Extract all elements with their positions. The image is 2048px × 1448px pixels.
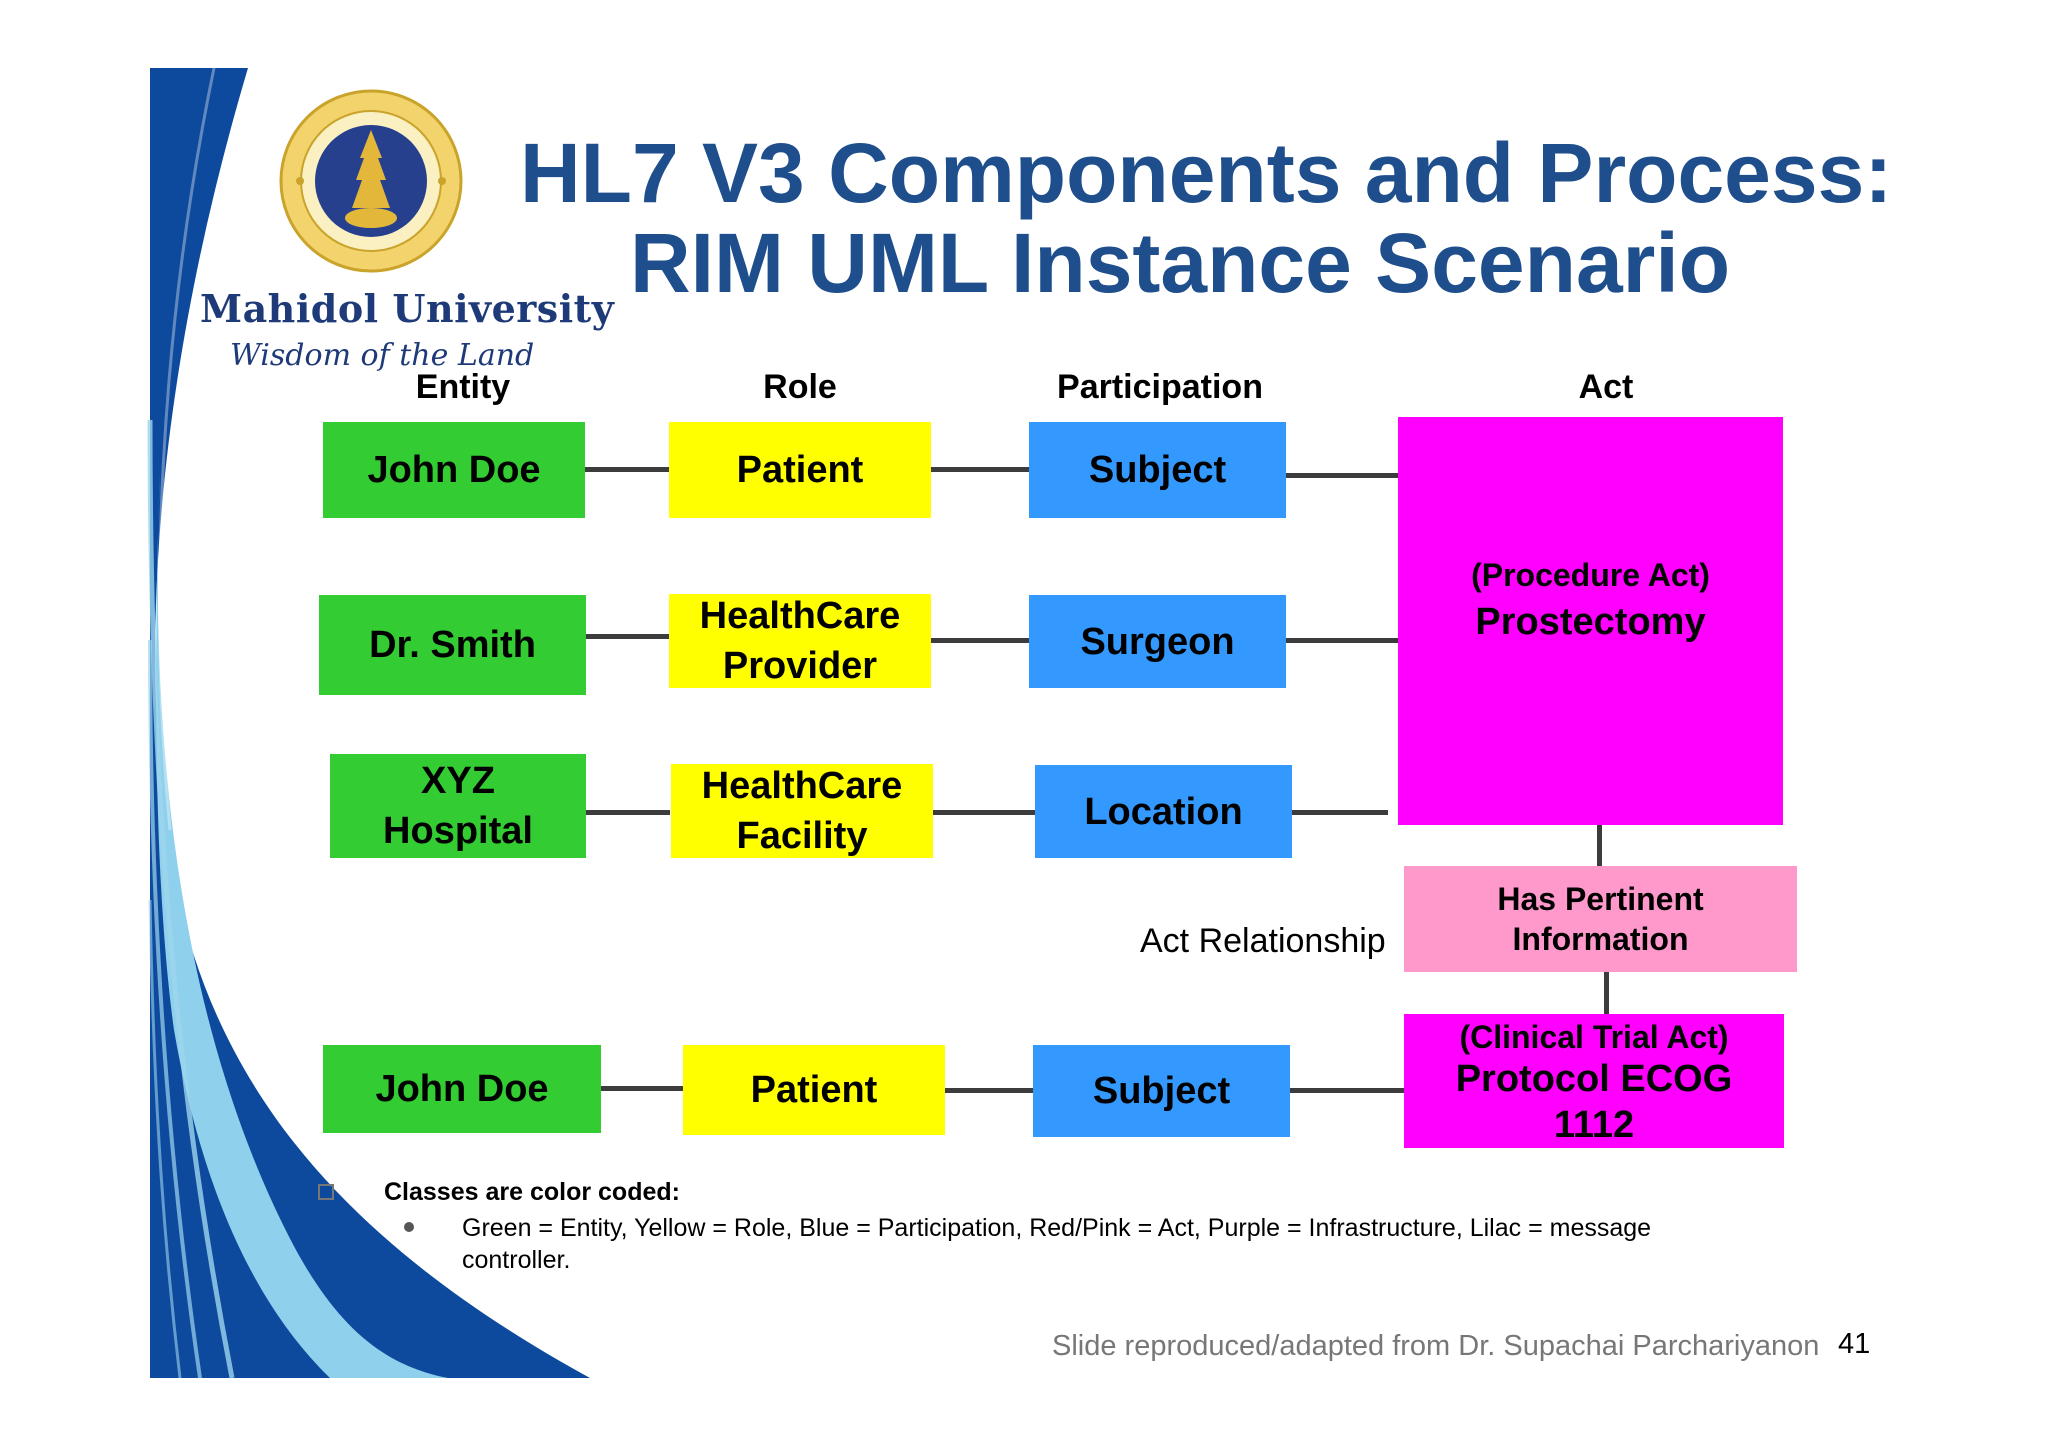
role-label-line1: HealthCare [699, 595, 901, 637]
role-label: Patient [750, 1069, 878, 1111]
role-box-healthcare-provider: HealthCare Provider [669, 594, 931, 688]
connector-line-vertical [1597, 824, 1602, 868]
connector-line [584, 634, 670, 639]
entity-box-xyz-hospital: XYZ Hospital [330, 754, 586, 858]
act-box-clinical-trial: (Clinical Trial Act) Protocol ECOG 1112 [1404, 1014, 1784, 1148]
connector-line [584, 467, 670, 472]
entity-box-john-doe: John Doe [323, 422, 585, 518]
connector-line [932, 810, 1036, 815]
connector-line-vertical [1604, 972, 1609, 1016]
connector-line [1290, 810, 1388, 815]
column-header-role: Role [763, 368, 837, 406]
participation-box-surgeon: Surgeon [1029, 595, 1286, 688]
title-line-2: RIM UML Instance Scenario [629, 216, 1731, 310]
connector-line [930, 638, 1030, 643]
slide-title: HL7 V3 Components and Process: RIM UML I… [520, 126, 1893, 310]
connector-line [600, 1086, 684, 1091]
column-header-entity: Entity [415, 368, 511, 406]
round-bullet-icon [404, 1222, 414, 1232]
participation-box-location: Location [1035, 765, 1292, 858]
act-relationship-line2: Information [1512, 921, 1689, 957]
role-label-line1: HealthCare [701, 765, 903, 807]
role-label-line2: Facility [736, 815, 868, 857]
act-relationship-box: Has Pertinent Information [1404, 866, 1797, 972]
act-type-label: (Clinical Trial Act) [1459, 1019, 1729, 1055]
column-header-act: Act [1578, 368, 1634, 406]
connector-line [1272, 473, 1400, 478]
university-name: Mahidol University [200, 286, 615, 331]
color-legend-detail: Green = Entity, Yellow = Role, Blue = Pa… [462, 1214, 1652, 1274]
entity-label: John Doe [367, 449, 541, 491]
act-type-label: (Procedure Act) [1471, 557, 1710, 593]
connector-line [1286, 638, 1400, 643]
entity-label: Dr. Smith [369, 624, 536, 666]
color-legend-heading: Classes are color coded: [384, 1178, 680, 1206]
square-bullet-icon [318, 1184, 334, 1200]
act-name-label: Prostectomy [1475, 601, 1706, 643]
page-number: 41 [1838, 1328, 1871, 1360]
participation-label: Subject [1092, 1070, 1231, 1112]
act-box-procedure: (Procedure Act) Prostectomy [1398, 417, 1783, 825]
participation-label: Subject [1088, 449, 1227, 491]
act-relationship-caption: Act Relationship [1140, 922, 1386, 960]
column-header-participation: Participation [1057, 368, 1263, 406]
entity-label: John Doe [375, 1068, 549, 1110]
connector-line [584, 810, 670, 815]
connector-line [1288, 1088, 1406, 1093]
title-line-1: HL7 V3 Components and Process: [520, 126, 1893, 220]
entity-label-line1: XYZ [421, 760, 495, 802]
connector-line [944, 1088, 1034, 1093]
act-relationship-line1: Has Pertinent [1497, 881, 1704, 917]
role-box-patient: Patient [669, 422, 931, 518]
participation-label: Surgeon [1080, 620, 1235, 663]
role-label-line2: Provider [722, 645, 878, 687]
participation-box-subject-2: Subject [1033, 1045, 1290, 1137]
participation-box-subject: Subject [1029, 422, 1286, 518]
role-box-patient-2: Patient [683, 1045, 945, 1135]
act-name-line1: Protocol ECOG [1455, 1058, 1733, 1100]
entity-box-dr-smith: Dr. Smith [319, 595, 586, 695]
role-label: Patient [736, 449, 864, 491]
university-seal-icon [279, 89, 463, 273]
university-motto: Wisdom of the Land [230, 338, 535, 373]
entity-box-john-doe-2: John Doe [323, 1045, 601, 1133]
connector-line [930, 467, 1030, 472]
slide-credit: Slide reproduced/adapted from Dr. Supach… [1052, 1330, 1820, 1362]
act-name-line2: 1112 [1553, 1104, 1635, 1146]
entity-label-line2: Hospital [383, 810, 533, 852]
role-box-healthcare-facility: HealthCare Facility [671, 764, 933, 858]
participation-label: Location [1084, 790, 1243, 833]
